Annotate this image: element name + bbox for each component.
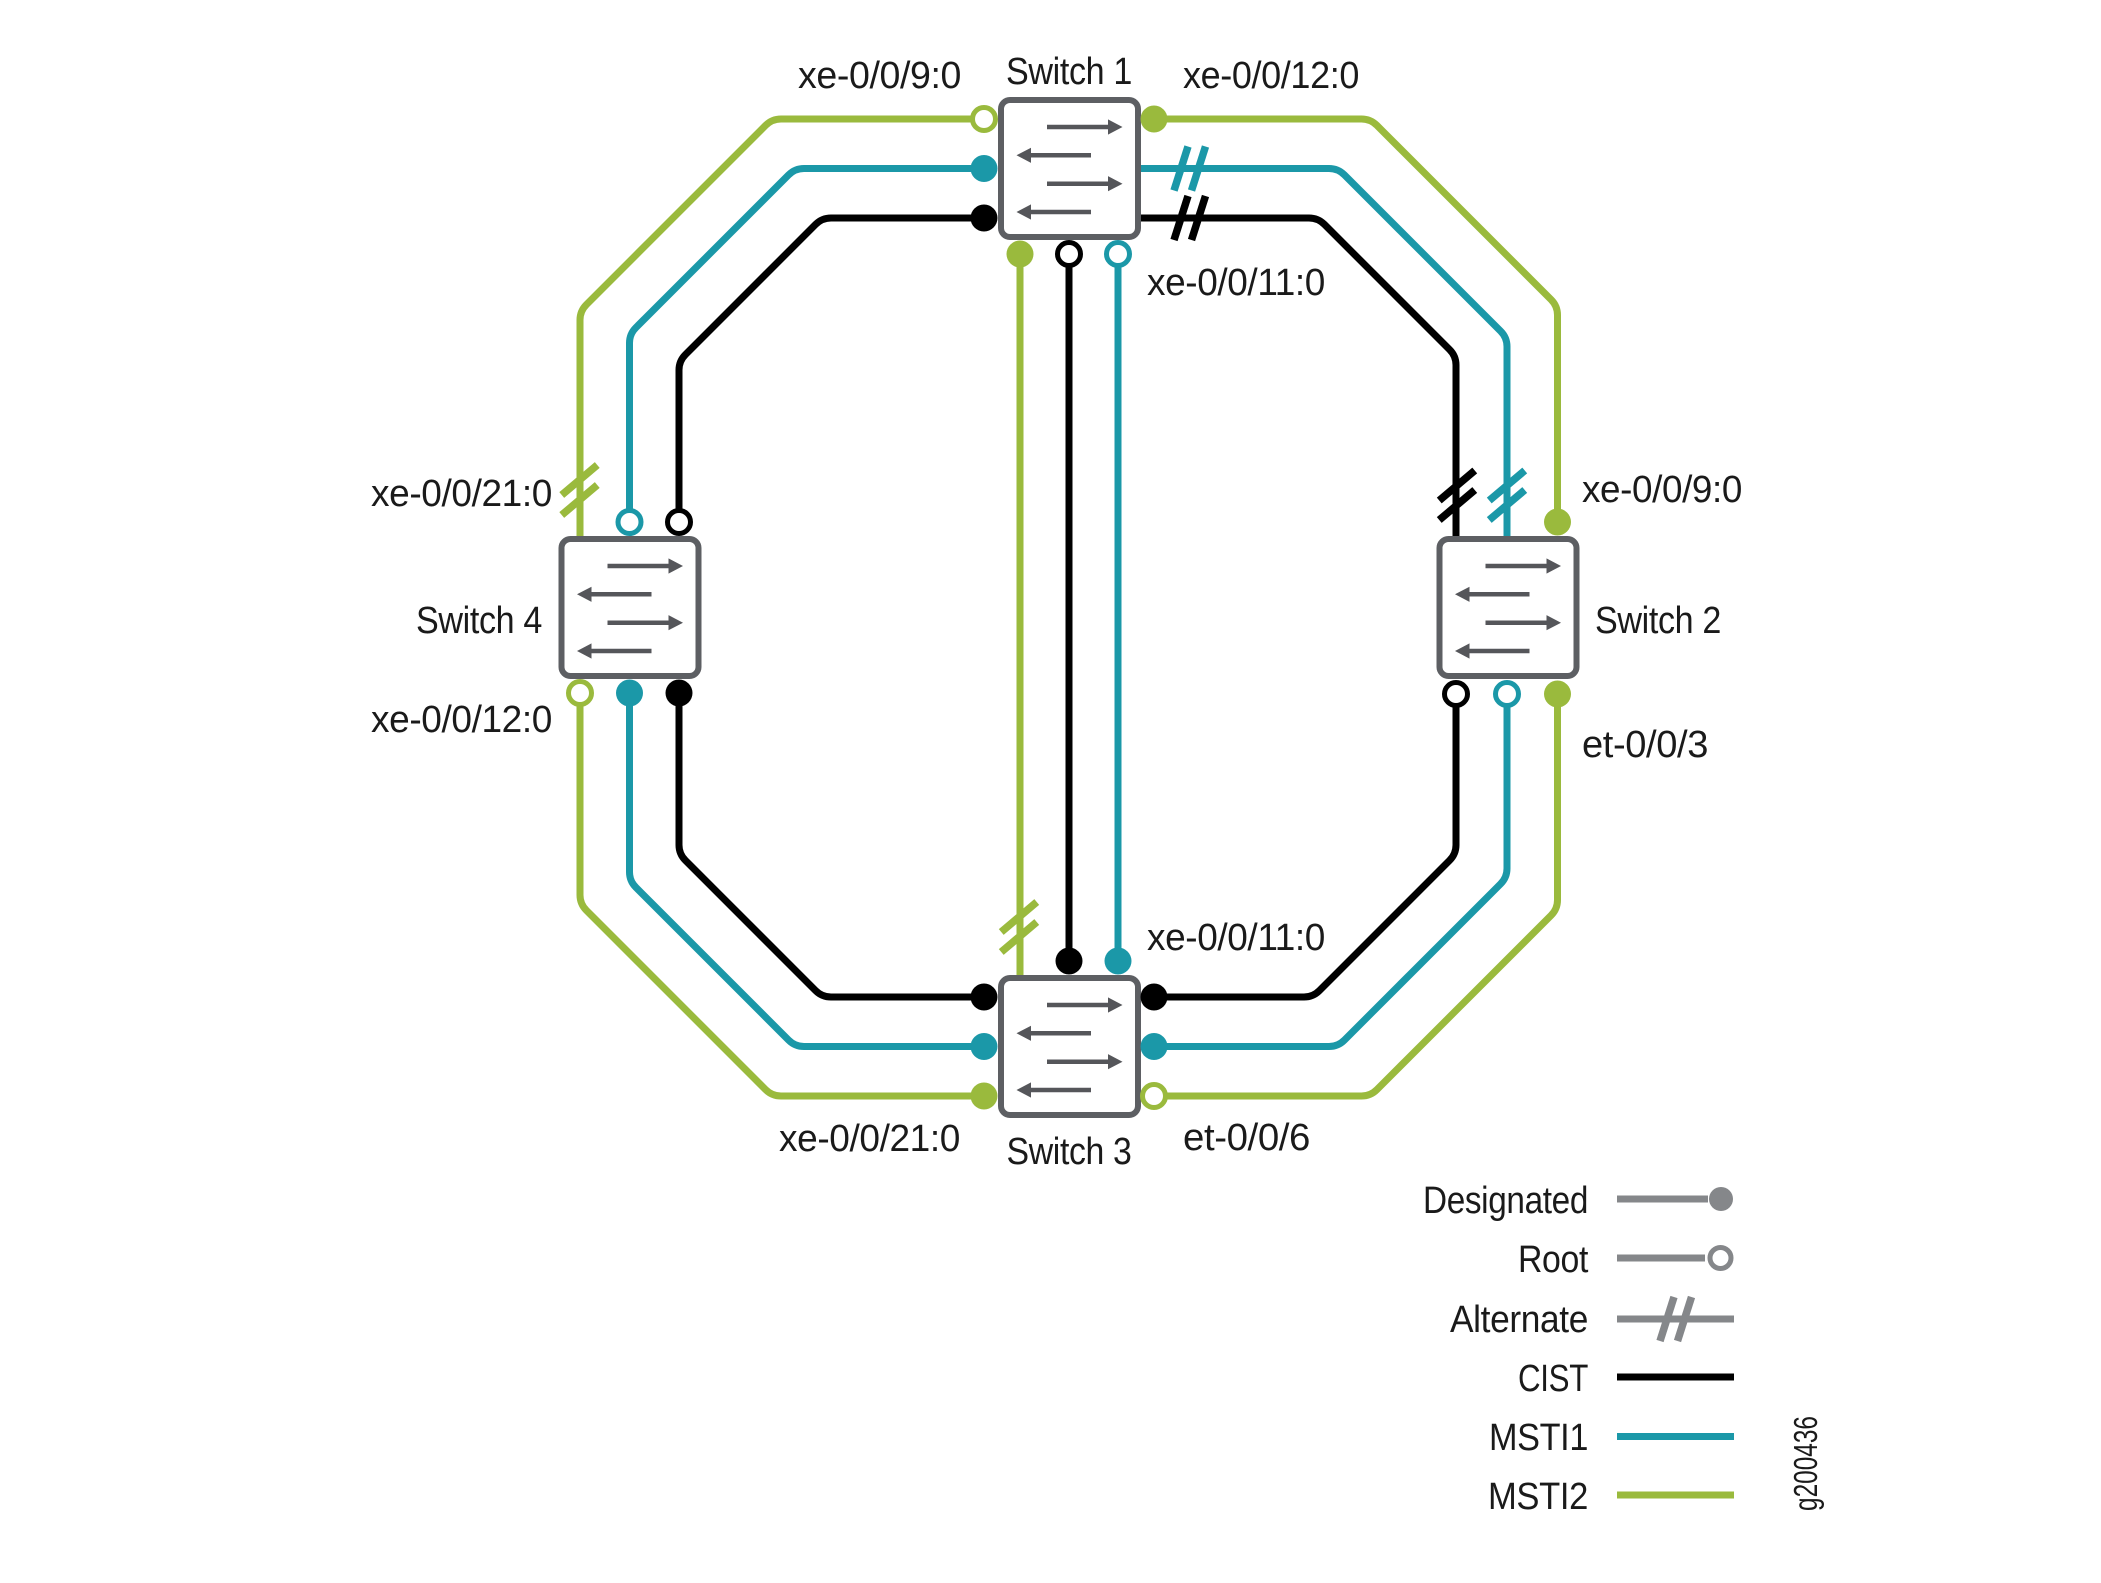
svg-text:Switch 4: Switch 4 — [416, 600, 542, 642]
svg-text:g200436: g200436 — [1787, 1416, 1824, 1511]
svg-text:MSTI2: MSTI2 — [1488, 1476, 1588, 1518]
svg-text:et-0/0/6: et-0/0/6 — [1183, 1117, 1310, 1159]
svg-text:xe-0/0/11:0: xe-0/0/11:0 — [1147, 917, 1325, 959]
svg-text:Root: Root — [1518, 1239, 1589, 1281]
svg-text:MSTI1: MSTI1 — [1489, 1417, 1588, 1459]
svg-text:Switch 3: Switch 3 — [1007, 1131, 1132, 1173]
svg-text:Switch 1: Switch 1 — [1006, 51, 1132, 93]
svg-text:xe-0/0/9:0: xe-0/0/9:0 — [1582, 469, 1742, 511]
svg-text:CIST: CIST — [1518, 1358, 1588, 1400]
svg-text:Alternate: Alternate — [1450, 1299, 1588, 1341]
svg-text:Designated: Designated — [1423, 1180, 1588, 1222]
svg-text:xe-0/0/12:0: xe-0/0/12:0 — [1183, 55, 1359, 97]
svg-text:xe-0/0/11:0: xe-0/0/11:0 — [1147, 262, 1325, 304]
svg-text:et-0/0/3: et-0/0/3 — [1582, 724, 1708, 766]
svg-text:xe-0/0/12:0: xe-0/0/12:0 — [371, 699, 552, 741]
svg-text:xe-0/0/21:0: xe-0/0/21:0 — [779, 1118, 960, 1160]
svg-text:Switch 2: Switch 2 — [1595, 600, 1721, 642]
svg-text:xe-0/0/21:0: xe-0/0/21:0 — [371, 473, 552, 515]
svg-text:xe-0/0/9:0: xe-0/0/9:0 — [798, 55, 961, 97]
